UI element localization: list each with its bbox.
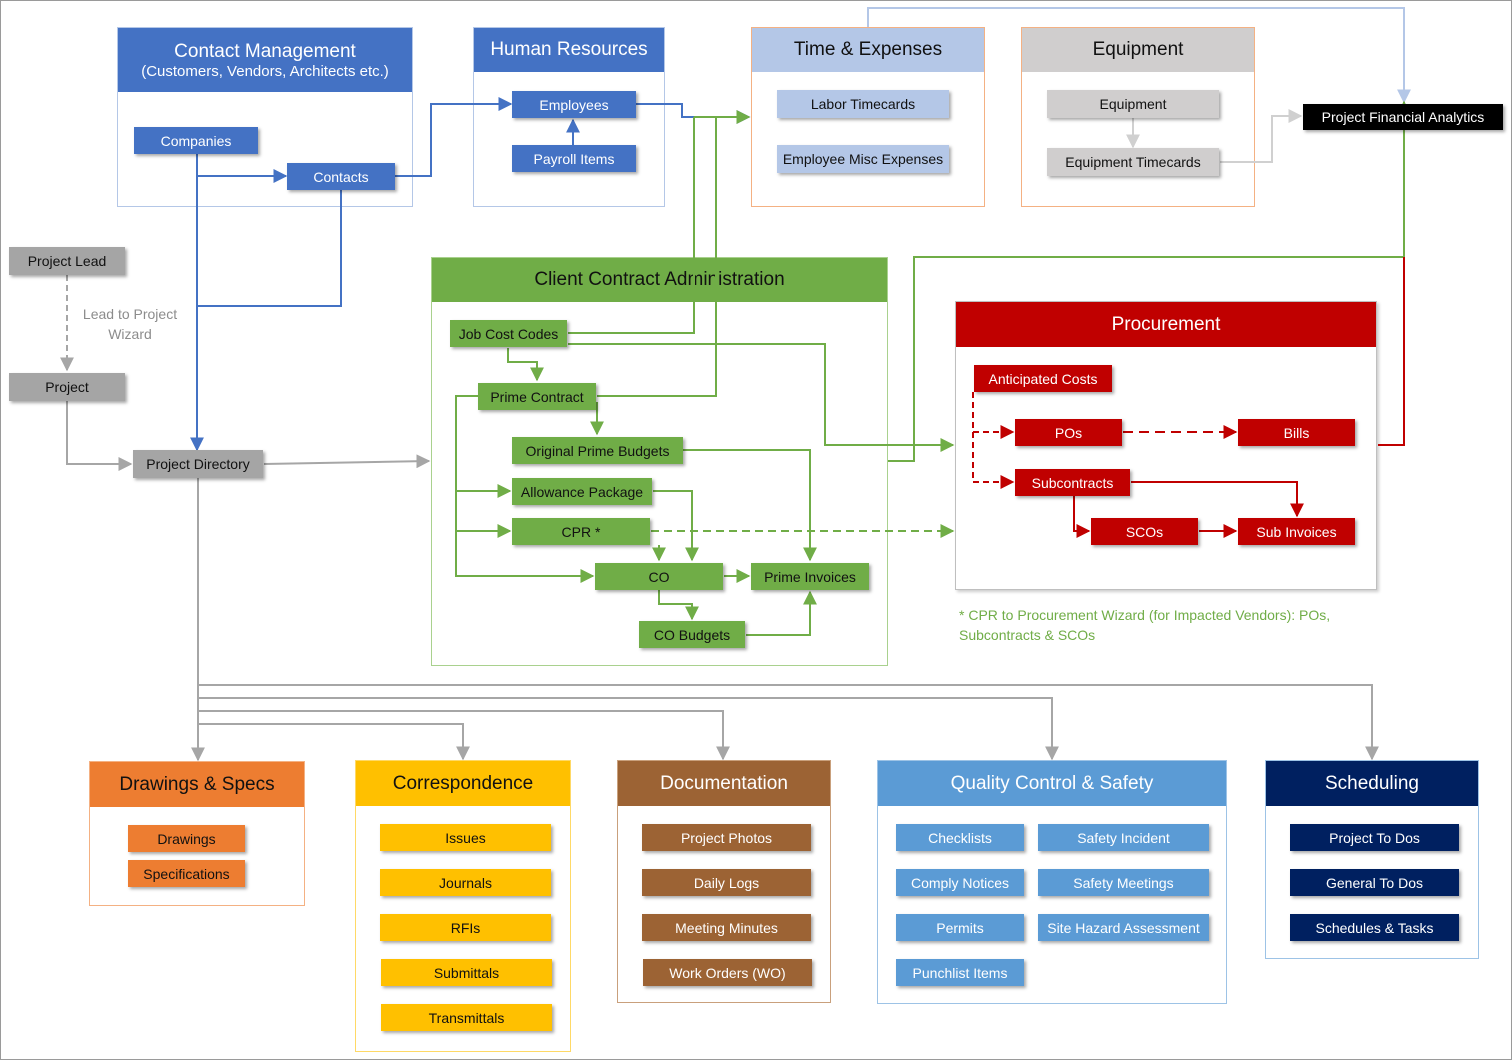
project-photos-node[interactable]: Project Photos [642, 824, 811, 851]
submittals-node[interactable]: Submittals [381, 959, 552, 986]
employees-node[interactable]: Employees [512, 91, 636, 118]
general-to-dos-node[interactable]: General To Dos [1290, 869, 1459, 896]
comply-notices-node[interactable]: Comply Notices [896, 869, 1024, 896]
rfis-node[interactable]: RFIs [380, 914, 551, 941]
documentation-title: Documentation [660, 772, 788, 794]
scheduling-header: Scheduling [1266, 761, 1478, 806]
client-contract-title: Client Contract Administration [534, 269, 785, 290]
equipment-title: Equipment [1092, 39, 1184, 60]
contact-management-title: Contact Management [174, 40, 356, 62]
cpr-note: * CPR to Procurement Wizard (for Impacte… [959, 605, 1339, 645]
procurement-title: Procurement [1111, 313, 1221, 335]
client-contract-header: Client Contract Administration [432, 258, 887, 302]
journals-node[interactable]: Journals [380, 869, 551, 896]
allowance-package-node[interactable]: Allowance Package [512, 478, 652, 505]
employee-misc-expenses-node[interactable]: Employee Misc Expenses [777, 145, 949, 173]
project-node[interactable]: Project [9, 373, 125, 401]
scos-node[interactable]: SCOs [1091, 518, 1198, 545]
permits-node[interactable]: Permits [896, 914, 1024, 941]
punchlist-items-node[interactable]: Punchlist Items [896, 959, 1024, 986]
payroll-items-node[interactable]: Payroll Items [512, 145, 636, 172]
pos-node[interactable]: POs [1015, 419, 1122, 446]
scheduling-title: Scheduling [1324, 772, 1420, 794]
work-orders-node[interactable]: Work Orders (WO) [643, 959, 812, 986]
time-expenses-title: Time & Expenses [793, 39, 943, 60]
anticipated-costs-node[interactable]: Anticipated Costs [974, 365, 1112, 392]
meeting-minutes-node[interactable]: Meeting Minutes [642, 914, 811, 941]
job-cost-codes-node[interactable]: Job Cost Codes [450, 320, 567, 347]
contacts-node[interactable]: Contacts [287, 163, 395, 190]
drawings-specs-title: Drawings & Specs [119, 773, 275, 795]
cpr-note-text: * CPR to Procurement Wizard (for Impacte… [959, 607, 1331, 643]
prime-invoices-node[interactable]: Prime Invoices [751, 563, 869, 590]
correspondence-panel: Correspondence [355, 760, 571, 1052]
prime-contract-node[interactable]: Prime Contract [478, 383, 596, 410]
human-resources-header: Human Resources [474, 28, 664, 72]
lead-wizard-label-text: Lead to Project Wizard [82, 306, 178, 342]
correspondence-header: Correspondence [356, 761, 570, 806]
daily-logs-node[interactable]: Daily Logs [642, 869, 811, 896]
original-prime-budgets-node[interactable]: Original Prime Budgets [512, 437, 683, 464]
project-directory-node[interactable]: Project Directory [133, 450, 263, 478]
safety-incident-node[interactable]: Safety Incident [1038, 824, 1209, 851]
equipment-header: Equipment [1022, 28, 1254, 72]
equipment-timecards-node[interactable]: Equipment Timecards [1047, 148, 1219, 176]
documentation-header: Documentation [618, 761, 830, 806]
labor-timecards-node[interactable]: Labor Timecards [777, 90, 949, 118]
cpr-node[interactable]: CPR * [512, 518, 650, 545]
drawings-specs-header: Drawings & Specs [90, 762, 304, 807]
procurement-header: Procurement [956, 302, 1376, 347]
checklists-node[interactable]: Checklists [896, 824, 1024, 851]
contact-management-header: Contact Management (Customers, Vendors, … [118, 28, 412, 92]
correspondence-title: Correspondence [392, 772, 534, 794]
sub-invoices-node[interactable]: Sub Invoices [1238, 518, 1355, 545]
quality-safety-header: Quality Control & Safety [878, 761, 1226, 806]
bills-node[interactable]: Bills [1238, 419, 1355, 446]
specifications-node[interactable]: Specifications [128, 860, 245, 887]
project-to-dos-node[interactable]: Project To Dos [1290, 824, 1459, 851]
equipment-node[interactable]: Equipment [1047, 90, 1219, 118]
transmittals-node[interactable]: Transmittals [381, 1004, 552, 1031]
co-budgets-node[interactable]: CO Budgets [639, 621, 745, 648]
time-expenses-header: Time & Expenses [752, 28, 984, 72]
contact-management-subtitle: (Customers, Vendors, Architects etc.) [141, 62, 389, 80]
issues-node[interactable]: Issues [380, 824, 551, 851]
lead-wizard-label: Lead to Project Wizard [75, 304, 185, 344]
human-resources-title: Human Resources [490, 39, 648, 60]
quality-safety-title: Quality Control & Safety [950, 772, 1154, 794]
safety-meetings-node[interactable]: Safety Meetings [1038, 869, 1209, 896]
project-lead-node[interactable]: Project Lead [9, 247, 125, 275]
drawings-specs-panel: Drawings & Specs [89, 761, 305, 906]
co-node[interactable]: CO [595, 563, 723, 590]
subcontracts-node[interactable]: Subcontracts [1015, 469, 1130, 496]
site-hazard-assessment-node[interactable]: Site Hazard Assessment [1038, 914, 1209, 941]
drawings-node[interactable]: Drawings [128, 825, 245, 852]
project-financial-analytics-node[interactable]: Project Financial Analytics [1303, 104, 1503, 130]
companies-node[interactable]: Companies [134, 127, 258, 154]
schedules-tasks-node[interactable]: Schedules & Tasks [1290, 914, 1459, 941]
